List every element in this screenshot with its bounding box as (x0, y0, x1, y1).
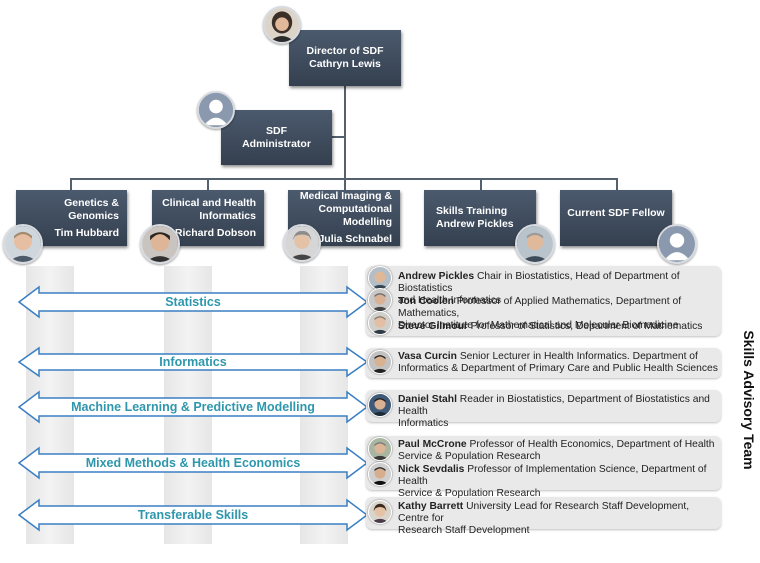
advisor-sevdalis: Nick Sevdalis Professor of Implementatio… (398, 464, 720, 500)
advisor-curcin: Vasa Curcin Senior Lecturer in Health In… (398, 351, 720, 375)
panel-informatics (366, 348, 721, 378)
advisor-photo-gilmour (368, 311, 392, 335)
connector-unit-3 (344, 178, 346, 190)
side-label-text: Skills Advisory Team (741, 330, 757, 470)
advisor-role: Professor of Implementation Science, Dep… (398, 464, 707, 487)
advisor-role: Professor of Health Economics, Departmen… (466, 439, 715, 450)
director-name: Cathryn Lewis (309, 58, 381, 70)
unit-genetics-title-2: Genomics (68, 209, 119, 222)
advisor-name: Kathy Barrett (398, 501, 464, 512)
advisor-role-cont: Informatics & Department of Primary Care… (398, 363, 718, 374)
connector-admin (332, 136, 346, 138)
panel-mixed-methods (366, 436, 721, 490)
theme-statistics: Statistics (18, 285, 368, 319)
admin-box: SDF Administrator (221, 110, 332, 165)
advisor-photo-curcin (368, 350, 392, 374)
advisor-role-cont: Service & Population Research (398, 488, 541, 499)
advisor-role: Professor of Statistics, Department of M… (467, 321, 703, 332)
advisor-name: Vasa Curcin (398, 351, 457, 362)
genetics-avatar (3, 224, 43, 264)
unit-imaging-title-3: Modelling (343, 216, 392, 228)
theme-transferable: Transferable Skills (18, 498, 368, 532)
advisor-role: Senior Lecturer in Health Informatics. D… (456, 351, 698, 362)
director-box: Director of SDF Cathryn Lewis (289, 30, 401, 86)
director-title: Director of SDF (306, 45, 384, 57)
advisor-name: Daniel Stahl (398, 394, 457, 405)
advisor-role-cont: Service & Population Research (398, 451, 541, 462)
panel-statistics (366, 266, 721, 336)
unit-imaging-title-1: Medical Imaging & (299, 190, 392, 202)
advisor-role: Reader in Biostatistics, Department of B… (398, 394, 710, 417)
admin-line2: Administrator (242, 137, 311, 150)
advisor-photo-sevdalis (368, 462, 392, 486)
theme-mixed-methods-label: Mixed Methods & Health Economics (85, 456, 301, 470)
advisor-coolen: Ton Coolen Professor of Applied Mathemat… (398, 296, 720, 332)
unit-imaging-name: Julia Schnabel (318, 233, 392, 245)
theme-machine-learning-label: Machine Learning & Predictive Modelling (71, 400, 315, 414)
unit-skills-name: Andrew Pickles (436, 218, 514, 230)
unit-clinical-title-2: Informatics (199, 209, 256, 222)
advisor-role-cont: Informatics (398, 418, 449, 429)
theme-mixed-methods: Mixed Methods & Health Economics (18, 446, 368, 480)
unit-clinical-name: Richard Dobson (174, 226, 256, 239)
panel-transferable (366, 497, 721, 529)
advisor-pickles: Andrew Pickles Chair in Biostatistics, H… (398, 271, 720, 307)
theme-informatics-label: Informatics (159, 355, 227, 369)
fellow-avatar (657, 224, 697, 264)
connector-unit-5 (616, 178, 618, 190)
theme-machine-learning: Machine Learning & Predictive Modelling (18, 390, 368, 424)
advisor-photo-pickles (368, 266, 392, 290)
clinical-avatar (140, 224, 180, 264)
unit-imaging-title-2: Computational (318, 203, 393, 215)
director-avatar (263, 6, 301, 44)
advisor-photo-mccrone (368, 437, 392, 461)
advisor-photo-stahl (368, 393, 392, 417)
unit-skills-title: Skills Training (436, 205, 508, 217)
admin-avatar (197, 91, 235, 129)
advisor-name: Nick Sevdalis (398, 464, 465, 475)
advisor-role: Chair in Biostatistics, Head of Departme… (398, 271, 680, 294)
advisor-gilmour: Steve Gilmour Professor of Statistics, D… (398, 321, 720, 333)
unit-clinical-title-1: Clinical and Health (162, 196, 256, 209)
theme-statistics-label: Statistics (165, 295, 221, 309)
unit-fellow-title: Current SDF Fellow (567, 206, 665, 219)
connector-director-down (344, 86, 346, 179)
advisor-barrett: Kathy Barrett University Lead for Resear… (398, 501, 720, 537)
theme-informatics: Informatics (18, 346, 368, 378)
advisor-stahl: Daniel Stahl Reader in Biostatistics, De… (398, 394, 720, 430)
connector-unit-4 (480, 178, 482, 190)
advisor-role: University Lead for Research Staff Devel… (398, 501, 690, 524)
advisor-role-cont: and Health Informatics (398, 295, 502, 306)
connector-unit-2 (207, 178, 209, 190)
advisor-role-cont: Research Staff Development (398, 525, 530, 536)
unit-genetics-name: Tim Hubbard (54, 226, 119, 239)
skills-advisory-team-label: Skills Advisory Team (739, 322, 757, 482)
advisor-photo-barrett (368, 500, 392, 524)
advisor-photo-coolen (368, 288, 392, 312)
admin-line1: SDF (266, 124, 287, 137)
panel-machine-learning (366, 390, 721, 422)
advisor-name: Andrew Pickles (398, 271, 475, 282)
advisor-role: Professor of Applied Mathematics, Depart… (398, 296, 682, 319)
theme-transferable-label: Transferable Skills (137, 508, 249, 522)
advisor-role-cont: Director Institute for Mathematical and … (398, 320, 679, 331)
skills-avatar (515, 224, 555, 264)
unit-genetics-title-1: Genetics & (64, 196, 119, 209)
imaging-avatar (283, 224, 321, 262)
connector-unit-1 (70, 178, 72, 190)
unit-clinical-box: Clinical and Health Informatics Richard … (152, 190, 264, 246)
advisor-name: Steve Gilmour (398, 321, 468, 332)
advisor-name: Paul McCrone (398, 439, 467, 450)
advisor-mccrone: Paul McCrone Professor of Health Economi… (398, 439, 720, 463)
advisor-name: Ton Coolen (398, 296, 454, 307)
unit-fellow-box: Current SDF Fellow (560, 190, 672, 246)
